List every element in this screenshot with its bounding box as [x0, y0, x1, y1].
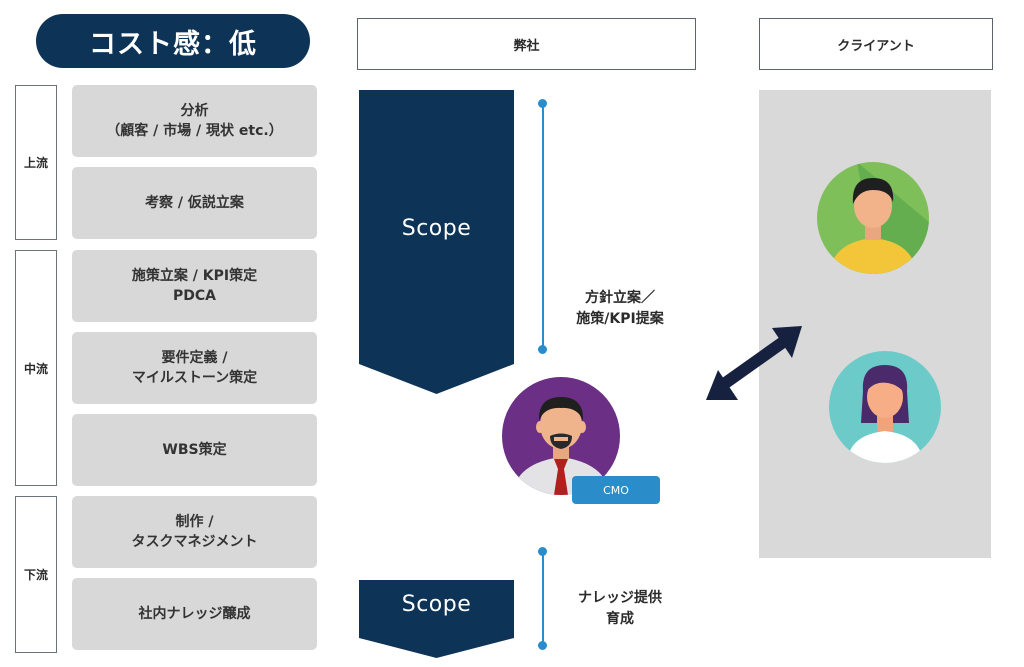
- task-line: 施策立案 / KPI策定: [131, 267, 258, 284]
- note-line: 方針立案／: [585, 290, 655, 306]
- task-requirements: 要件定義 / マイルストーン策定: [72, 332, 317, 404]
- double-arrow-tail: [706, 370, 738, 400]
- note-line: ナレッジ提供: [578, 590, 662, 606]
- timeline-line-lower: [542, 552, 544, 644]
- task-planning: 施策立案 / KPI策定 PDCA: [72, 250, 317, 322]
- task-line: 要件定義 /: [161, 349, 228, 366]
- double-arrow-icon: [706, 326, 802, 400]
- timeline-dot: [538, 641, 547, 650]
- scope-lower-label: Scope: [401, 591, 472, 617]
- double-arrow-head: [772, 326, 802, 358]
- task-line: WBS策定: [162, 441, 227, 458]
- stage-middle: 中流: [15, 250, 57, 486]
- timeline-dot: [538, 99, 547, 108]
- task-line: PDCA: [173, 288, 216, 304]
- client-female-avatar-icon: [829, 351, 941, 463]
- scope-lower-polygon: [359, 580, 514, 658]
- task-knowledge: 社内ナレッジ醸成: [72, 578, 317, 650]
- page-title: コスト感：低: [36, 14, 310, 68]
- stage-lower: 下流: [15, 496, 57, 653]
- client-male-avatar-icon: [817, 162, 929, 274]
- timeline-dot: [538, 547, 547, 556]
- header-company: 弊社: [357, 18, 696, 70]
- note-line: 育成: [606, 611, 634, 627]
- task-line: タスクマネジメント: [131, 534, 258, 550]
- task-production: 制作 / タスクマネジメント: [72, 496, 317, 568]
- task-analysis: 分析 （顧客 / 市場 / 現状 etc.）: [72, 85, 317, 157]
- scope-upper-shape: [359, 90, 514, 394]
- note-line: 施策/KPI提案: [576, 311, 664, 327]
- task-line: 考察 / 仮説立案: [145, 194, 244, 211]
- cmo-badge: CMO: [572, 476, 660, 504]
- task-wbs: WBS策定: [72, 414, 317, 486]
- task-line: 社内ナレッジ醸成: [138, 605, 251, 622]
- note-lower: ナレッジ提供 育成: [560, 588, 680, 630]
- scope-upper-polygon: [359, 90, 514, 394]
- note-upper: 方針立案／ 施策/KPI提案: [560, 288, 680, 330]
- task-line: （顧客 / 市場 / 現状 etc.）: [106, 123, 283, 139]
- timeline-line-upper: [542, 104, 544, 348]
- timeline-dot: [538, 345, 547, 354]
- task-line: マイルストーン策定: [131, 370, 258, 386]
- scope-upper-label: Scope: [401, 215, 472, 241]
- stage-upper: 上流: [15, 85, 57, 240]
- cmo-avatar-icon: [502, 377, 620, 495]
- task-line: 制作 /: [175, 513, 214, 530]
- scope-lower-shape: [359, 580, 514, 658]
- header-client: クライアント: [759, 18, 993, 70]
- task-hypothesis: 考察 / 仮説立案: [72, 167, 317, 239]
- double-arrow-shaft: [720, 335, 790, 389]
- task-line: 分析: [180, 102, 209, 119]
